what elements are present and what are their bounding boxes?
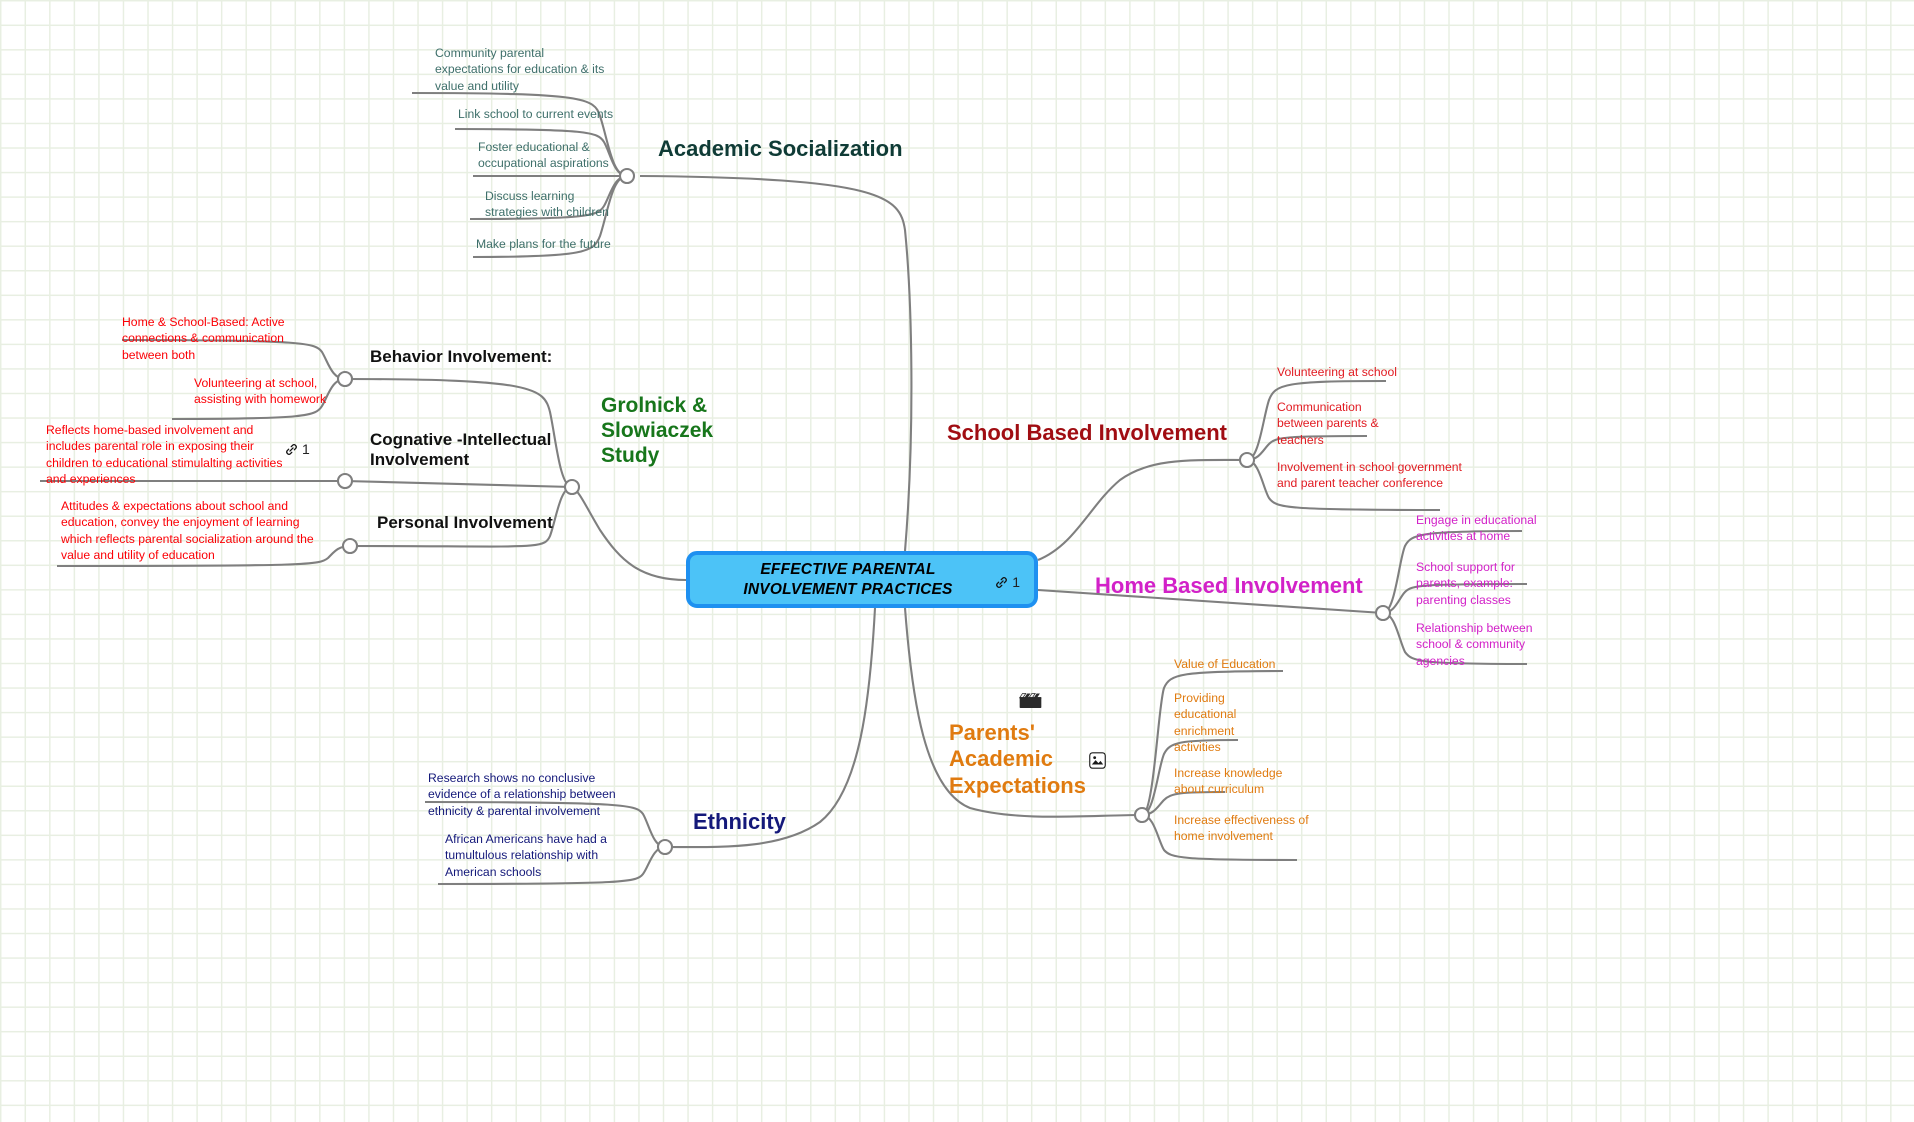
leaf-home-2[interactable]: Relationship between school & community …: [1416, 621, 1533, 668]
subbranch-title-behavior-involvement[interactable]: Behavior Involvement:: [370, 347, 553, 366]
branch-title-parents-academic-expectations[interactable]: Parents' Academic Expectations: [949, 720, 1086, 798]
image-icon[interactable]: [1089, 752, 1106, 774]
leaf-academic-2[interactable]: Foster educational & occupational aspira…: [478, 140, 609, 171]
leaf-school-0[interactable]: Volunteering at school: [1277, 365, 1397, 379]
leaf-parents-2[interactable]: Increase knowledge about curriculum: [1174, 766, 1283, 797]
leaf-school-1[interactable]: Communication between parents & teachers: [1277, 400, 1379, 447]
image-icon-glyph: [1089, 752, 1106, 769]
central-link-count: 1: [1012, 574, 1020, 590]
note-personal-0[interactable]: Attitudes & expectations about school an…: [61, 499, 314, 563]
central-link-badge[interactable]: 1: [994, 574, 1020, 590]
clapperboard-icon[interactable]: [1018, 693, 1042, 714]
leaf-parents-3[interactable]: Increase effectiveness of home involveme…: [1174, 813, 1309, 844]
leaf-ethnicity-0[interactable]: Research shows no conclusive evidence of…: [428, 771, 616, 818]
branch-title-home-based-involvement[interactable]: Home Based Involvement: [1095, 573, 1363, 598]
leaf-home-0[interactable]: Engage in educational activities at home: [1416, 513, 1537, 544]
note-behavior-1[interactable]: Volunteering at school, assisting with h…: [194, 376, 327, 407]
leaf-academic-4[interactable]: Make plans for the future: [476, 237, 611, 251]
subbranch-title-personal-involvement[interactable]: Personal Involvement: [377, 513, 553, 532]
link-icon: [286, 443, 297, 455]
leaf-academic-1[interactable]: Link school to current events: [458, 107, 614, 121]
link-icon: [996, 576, 1008, 588]
leaf-school-2[interactable]: Involvement in school government and par…: [1277, 460, 1462, 491]
cognative-link-count: 1: [302, 441, 310, 457]
leaf-academic-0[interactable]: Community parental expectations for educ…: [435, 46, 605, 93]
leaf-home-1[interactable]: School support for parents, example: par…: [1416, 560, 1515, 607]
branch-title-academic-socialization[interactable]: Academic Socialization: [658, 136, 903, 161]
subbranch-title-cognative-intellectual-involvement[interactable]: Cognative -Intellectual Involvement: [370, 430, 552, 470]
cognative-link-badge[interactable]: 1: [284, 441, 310, 457]
leaf-parents-1[interactable]: Providing educational enrichment activit…: [1174, 691, 1237, 755]
branch-title-school-based-involvement[interactable]: School Based Involvement: [947, 420, 1227, 445]
leaf-parents-0[interactable]: Value of Education: [1174, 657, 1276, 671]
branch-title-grolnick-study[interactable]: Grolnick & Slowiaczek Study: [601, 394, 714, 468]
clapperboard-icon-glyph: [1018, 693, 1042, 709]
note-behavior-0[interactable]: Home & School-Based: Active connections …: [122, 315, 285, 362]
central-node-title: EFFECTIVE PARENTAL INVOLVEMENT PRACTICES: [743, 560, 953, 598]
central-node[interactable]: EFFECTIVE PARENTAL INVOLVEMENT PRACTICES…: [686, 551, 1038, 608]
note-cognative-0[interactable]: Reflects home-based involvement and incl…: [46, 423, 283, 487]
branch-title-ethnicity[interactable]: Ethnicity: [693, 809, 786, 834]
leaf-academic-3[interactable]: Discuss learning strategies with childre…: [485, 189, 609, 220]
leaf-ethnicity-1[interactable]: African Americans have had a tumultulous…: [445, 832, 607, 879]
